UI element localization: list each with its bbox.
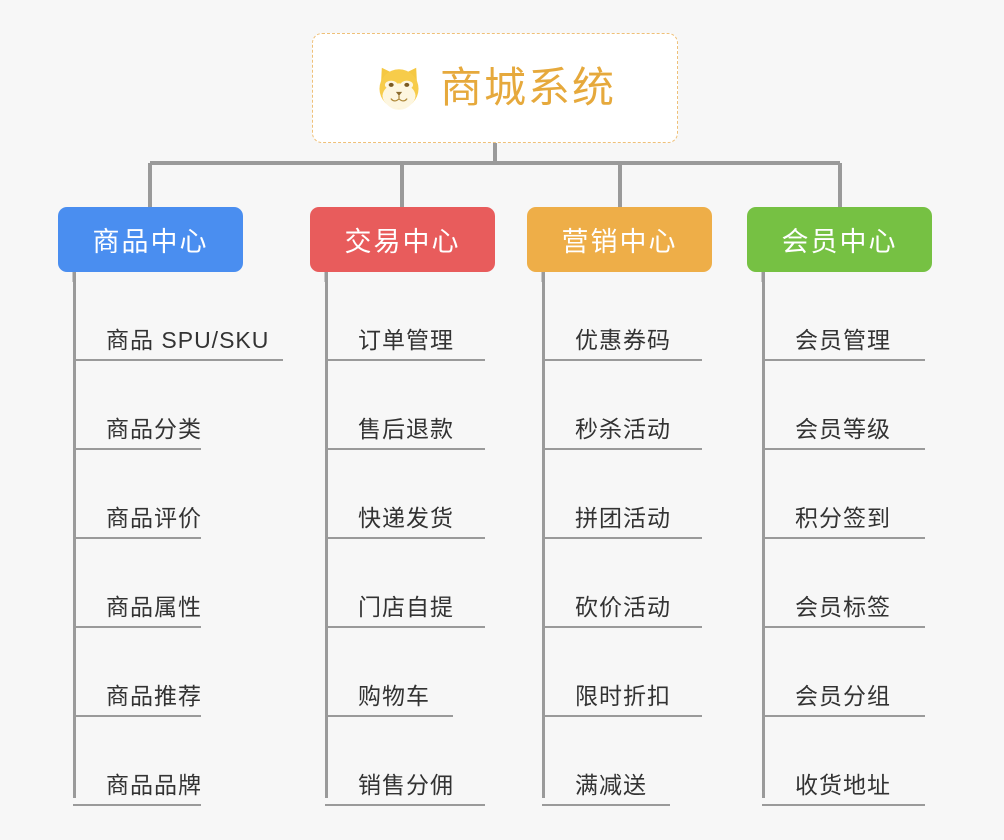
leaf-item-label: 会员分组 bbox=[795, 682, 891, 709]
branch-header-marketing-center[interactable]: 营销中心 bbox=[527, 207, 712, 272]
branch-header-label: 商品中心 bbox=[92, 227, 209, 257]
leaf-item-label: 商品评价 bbox=[106, 504, 202, 531]
leaf-item[interactable]: 限时折扣 bbox=[542, 628, 702, 717]
leaf-item[interactable]: 会员管理 bbox=[762, 272, 925, 361]
leaf-item[interactable]: 购物车 bbox=[325, 628, 453, 717]
leaf-item-label: 商品 SPU/SKU bbox=[106, 326, 270, 353]
leaf-item[interactable]: 商品属性 bbox=[73, 539, 201, 628]
leaf-item-label: 购物车 bbox=[358, 682, 430, 709]
leaf-item-label: 快递发货 bbox=[358, 504, 454, 531]
leaf-item[interactable]: 售后退款 bbox=[325, 361, 485, 450]
leaf-item[interactable]: 会员等级 bbox=[762, 361, 925, 450]
leaf-item[interactable]: 拼团活动 bbox=[542, 450, 702, 539]
shiba-dog-face-icon bbox=[379, 67, 419, 110]
leaf-item[interactable]: 秒杀活动 bbox=[542, 361, 702, 450]
leaf-item[interactable]: 砍价活动 bbox=[542, 539, 702, 628]
leaf-item-label: 优惠券码 bbox=[575, 326, 671, 353]
leaf-item-label: 门店自提 bbox=[358, 593, 454, 620]
leaf-item-label: 限时折扣 bbox=[575, 682, 671, 709]
leaf-item[interactable]: 积分签到 bbox=[762, 450, 925, 539]
branch-header-trade-center[interactable]: 交易中心 bbox=[310, 207, 495, 272]
leaf-item[interactable]: 快递发货 bbox=[325, 450, 485, 539]
leaf-item-label: 收货地址 bbox=[795, 771, 891, 798]
leaf-item-label: 销售分佣 bbox=[358, 771, 454, 798]
leaf-item-label: 拼团活动 bbox=[575, 504, 671, 531]
leaf-item-label: 商品推荐 bbox=[106, 682, 202, 709]
leaf-list-3: 优惠券码 秒杀活动 拼团活动 砍价活动 限时折扣 满减送 bbox=[527, 272, 702, 806]
leaf-item[interactable]: 会员分组 bbox=[762, 628, 925, 717]
leaf-item-label: 会员标签 bbox=[795, 593, 891, 620]
leaf-item[interactable]: 优惠券码 bbox=[542, 272, 702, 361]
root-node[interactable]: 商城系统 bbox=[312, 33, 678, 143]
leaf-item-label: 积分签到 bbox=[795, 504, 891, 531]
leaf-item[interactable]: 商品推荐 bbox=[73, 628, 201, 717]
leaf-list-4: 会员管理 会员等级 积分签到 会员标签 会员分组 收货地址 bbox=[747, 272, 925, 806]
leaf-item[interactable]: 商品品牌 bbox=[73, 717, 201, 806]
branch-header-product-center[interactable]: 商品中心 bbox=[58, 207, 243, 272]
leaf-item[interactable]: 满减送 bbox=[542, 717, 670, 806]
branch-header-member-center[interactable]: 会员中心 bbox=[747, 207, 932, 272]
leaf-item[interactable]: 商品分类 bbox=[73, 361, 201, 450]
leaf-item[interactable]: 订单管理 bbox=[325, 272, 485, 361]
leaf-item[interactable]: 会员标签 bbox=[762, 539, 925, 628]
branch-header-label: 营销中心 bbox=[561, 227, 678, 257]
leaf-item-label: 订单管理 bbox=[358, 326, 454, 353]
root-title: 商城系统 bbox=[439, 64, 616, 111]
leaf-item[interactable]: 销售分佣 bbox=[325, 717, 485, 806]
branch-column-2: 交易中心 订单管理 售后退款 快递发货 门店自提 购物车 销售分佣 bbox=[310, 207, 495, 806]
leaf-item[interactable]: 收货地址 bbox=[762, 717, 925, 806]
branch-column-3: 营销中心 优惠券码 秒杀活动 拼团活动 砍价活动 限时折扣 满减送 bbox=[527, 207, 712, 806]
leaf-item-label: 秒杀活动 bbox=[575, 415, 671, 442]
leaf-item[interactable]: 商品 SPU/SKU bbox=[73, 272, 283, 361]
leaf-item-label: 砍价活动 bbox=[575, 593, 671, 620]
branch-header-label: 会员中心 bbox=[781, 227, 898, 257]
branch-header-label: 交易中心 bbox=[344, 227, 461, 257]
leaf-item-label: 会员管理 bbox=[795, 326, 891, 353]
branch-column-4: 会员中心 会员管理 会员等级 积分签到 会员标签 会员分组 收货地址 bbox=[747, 207, 932, 806]
leaf-item[interactable]: 商品评价 bbox=[73, 450, 201, 539]
leaf-item-label: 商品属性 bbox=[106, 593, 202, 620]
leaf-list-1: 商品 SPU/SKU 商品分类 商品评价 商品属性 商品推荐 商品品牌 bbox=[58, 272, 283, 806]
leaf-item-label: 满减送 bbox=[575, 771, 647, 798]
branch-column-1: 商品中心 商品 SPU/SKU 商品分类 商品评价 商品属性 商品推荐 商品品牌 bbox=[58, 207, 283, 806]
leaf-item-label: 商品品牌 bbox=[106, 771, 202, 798]
leaf-item-label: 售后退款 bbox=[358, 415, 454, 442]
leaf-item[interactable]: 门店自提 bbox=[325, 539, 485, 628]
leaf-list-2: 订单管理 售后退款 快递发货 门店自提 购物车 销售分佣 bbox=[310, 272, 485, 806]
leaf-item-label: 商品分类 bbox=[106, 415, 202, 442]
leaf-item-label: 会员等级 bbox=[795, 415, 891, 442]
